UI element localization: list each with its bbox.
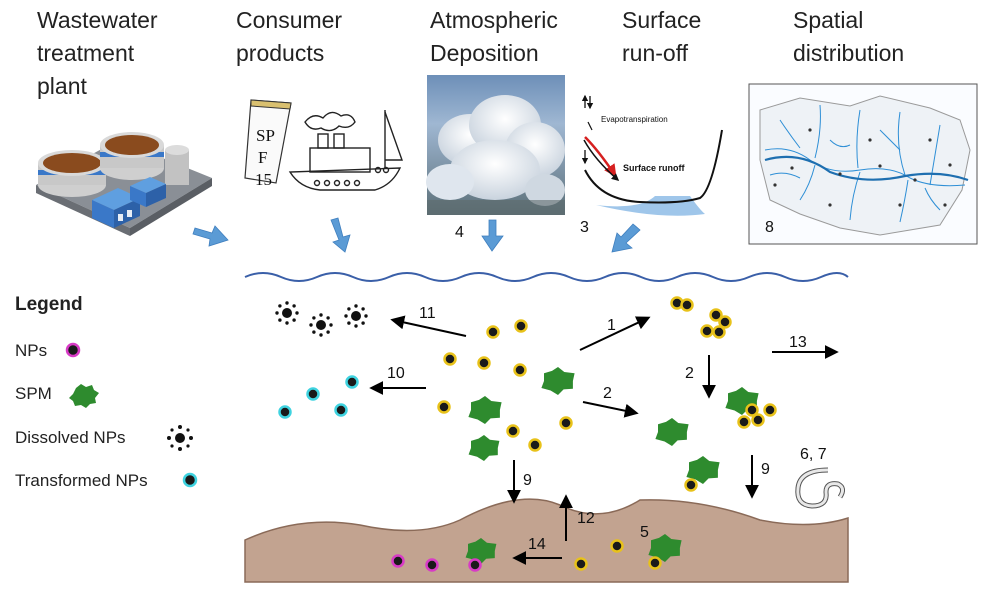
aggregated-np xyxy=(680,298,694,312)
sunscreen-text-2: F xyxy=(258,148,267,167)
aggregated-np xyxy=(712,325,726,339)
dissolved-np xyxy=(344,304,368,328)
aggregated-np xyxy=(477,356,491,370)
flow-arrow-atmospheric xyxy=(481,219,504,252)
ship-icon xyxy=(288,110,403,191)
transformed-np xyxy=(345,375,359,389)
header-wastewater: Wastewater treatment plant xyxy=(37,7,158,99)
process-number-10: 10 xyxy=(387,365,405,382)
legend-label-spm: SPM xyxy=(15,384,52,403)
transformed-np xyxy=(334,403,348,417)
aggregated-np xyxy=(506,424,520,438)
legend-label-dissolved: Dissolved NPs xyxy=(15,428,126,447)
np-particle xyxy=(391,554,405,568)
wastewater-plant-icon xyxy=(36,132,212,236)
aggregated-np xyxy=(648,556,662,570)
legend-label-nps: NPs xyxy=(15,341,48,360)
aggregated-np xyxy=(709,308,723,322)
process-number-11: 11 xyxy=(419,305,436,322)
legend-label-transformed: Transformed NPs xyxy=(15,471,148,490)
sunscreen-tube-icon: SP F 15 xyxy=(244,99,292,189)
process-number-3: 3 xyxy=(580,219,589,236)
spm-particle xyxy=(465,538,497,564)
process-number-9a: 9 xyxy=(523,472,532,489)
transformed-np xyxy=(278,405,292,419)
process-number-4: 4 xyxy=(455,224,464,241)
flow-arrow-wastewater xyxy=(192,225,229,247)
dissolved-np xyxy=(275,301,299,325)
process-number-9b: 9 xyxy=(761,461,770,478)
legend-icons xyxy=(65,342,198,488)
process-number-12: 12 xyxy=(577,510,595,527)
header-consumer-products: Consumer products xyxy=(236,7,343,66)
legend-title: Legend xyxy=(15,294,83,315)
sunscreen-text-1: SP xyxy=(256,126,275,145)
process-number-8: 8 xyxy=(765,219,774,236)
legend-transformed-icon xyxy=(182,472,198,488)
nanoparticles xyxy=(275,296,777,572)
spm-particle xyxy=(655,418,689,446)
legend-spm-icon xyxy=(69,384,99,408)
header-spatial-distribution: Spatial distribution xyxy=(793,7,905,66)
aggregated-np xyxy=(437,400,451,414)
transformed-np xyxy=(306,387,320,401)
process-number-14: 14 xyxy=(528,536,546,553)
aggregated-np xyxy=(718,315,732,329)
spm-particle xyxy=(648,534,682,562)
legend-np-icon xyxy=(65,342,81,358)
spm-particle xyxy=(468,435,500,461)
aggregated-np xyxy=(486,325,500,339)
process-number-6-7: 6, 7 xyxy=(800,446,827,463)
aggregated-np xyxy=(514,319,528,333)
sunscreen-text-3: 15 xyxy=(255,170,272,189)
spm-particle xyxy=(541,367,575,395)
river-map: 8 xyxy=(748,83,978,245)
flow-arrow-runoff xyxy=(611,223,641,253)
input-flow-arrows xyxy=(192,217,641,253)
dissolved-np xyxy=(309,313,333,337)
process-number-2a: 2 xyxy=(685,365,694,382)
aggregated-np xyxy=(559,416,573,430)
runoff-diagram: Evapotranspiration Surface runoff xyxy=(581,94,723,216)
aggregated-np xyxy=(763,403,777,417)
worm-icon xyxy=(795,467,846,509)
process-number-5: 5 xyxy=(640,524,649,541)
evapotranspiration-label: Evapotranspiration xyxy=(601,115,668,124)
surface-runoff-label: Surface runoff xyxy=(623,163,686,173)
process-number-13: 13 xyxy=(789,334,807,351)
header-surface-runoff: Surface run-off xyxy=(622,7,702,66)
aggregated-np xyxy=(700,324,714,338)
aggregated-np xyxy=(528,438,542,452)
legend-dissolved-icon xyxy=(167,425,193,451)
flow-arrow-consumer xyxy=(330,217,351,253)
aggregated-np xyxy=(574,557,588,571)
arrow-process-2b xyxy=(582,401,639,418)
np-particle xyxy=(425,558,439,572)
sediment-bed xyxy=(244,498,849,583)
aggregated-np xyxy=(684,478,698,492)
clouds-photo xyxy=(426,75,565,215)
process-number-1: 1 xyxy=(607,317,616,334)
np-particle xyxy=(468,558,482,572)
arrow-process-11 xyxy=(390,315,467,337)
header-atmospheric-deposition: Atmospheric Deposition xyxy=(430,7,558,66)
water-surface-line xyxy=(244,272,849,282)
aggregated-np xyxy=(513,363,527,377)
aggregated-np xyxy=(610,539,624,553)
aggregated-np xyxy=(745,403,759,417)
spm-particle xyxy=(686,456,720,484)
spm-particle xyxy=(468,396,502,424)
arrow-process-1 xyxy=(579,316,651,351)
aggregated-np xyxy=(443,352,457,366)
aggregated-np xyxy=(737,415,751,429)
aggregated-np xyxy=(751,413,765,427)
process-number-2b: 2 xyxy=(603,385,612,402)
